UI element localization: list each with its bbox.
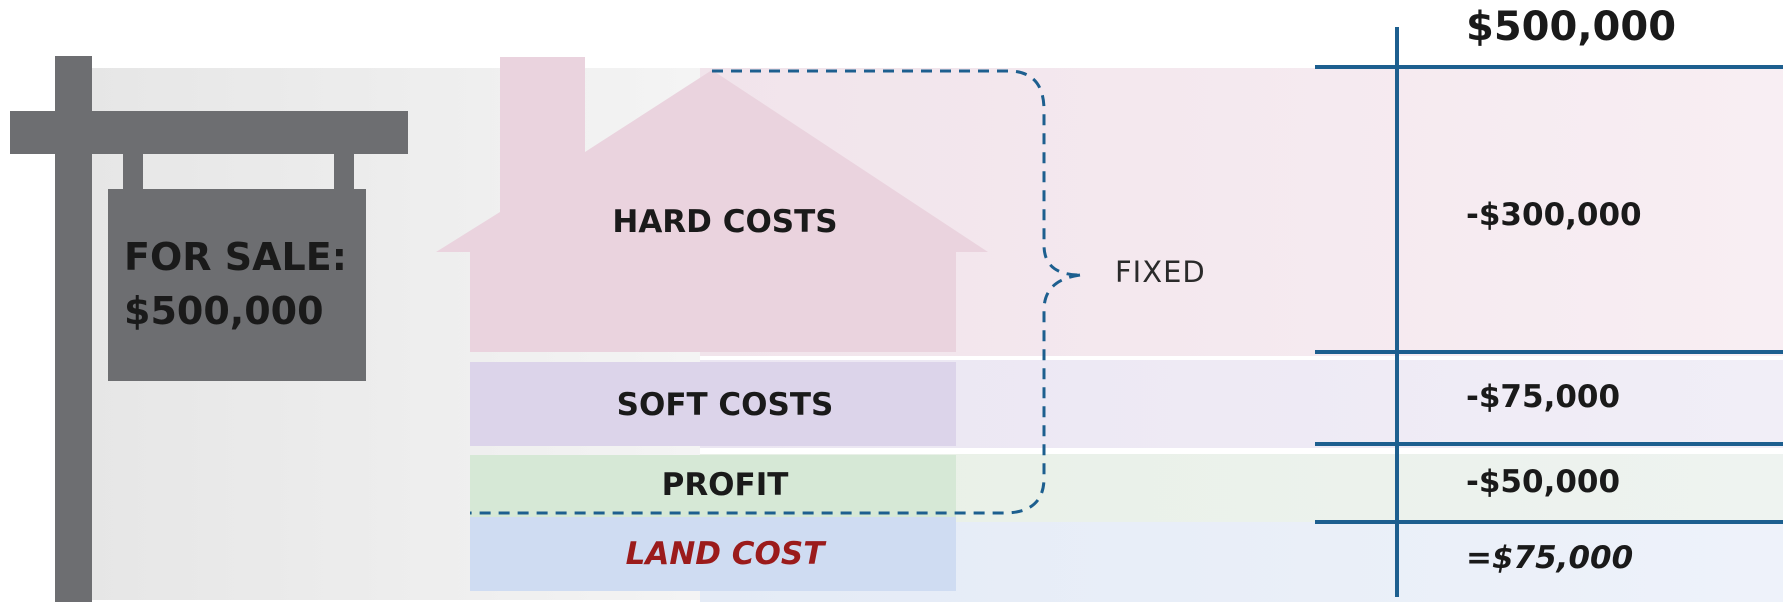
hard-costs-label: HARD COSTS xyxy=(612,204,838,240)
sign-crossbar xyxy=(10,111,408,154)
ledger-rule-hard xyxy=(1315,350,1783,354)
fixed-label: FIXED xyxy=(1115,255,1206,289)
land-cost-label: LAND COST xyxy=(625,536,825,572)
sign-board: FOR SALE: $500,000 xyxy=(108,189,366,381)
land-cost-block xyxy=(470,517,956,591)
ledger-total: $500,000 xyxy=(1466,4,1677,50)
soft-costs-label: SOFT COSTS xyxy=(616,387,834,423)
ledger-rule-top xyxy=(1315,65,1783,69)
sign-hanger-right xyxy=(334,154,354,191)
ledger-rule-soft xyxy=(1315,442,1783,446)
ledger-vertical-rule xyxy=(1395,27,1399,597)
fixed-bracket xyxy=(470,69,1081,515)
house-roof-shape xyxy=(436,57,988,352)
sign-title: FOR SALE: xyxy=(124,235,347,279)
profit-label: PROFIT xyxy=(661,467,789,503)
ledger-rule-profit xyxy=(1315,520,1783,524)
ledger-land-cost: =$75,000 xyxy=(1466,540,1634,576)
sign-price: $500,000 xyxy=(124,289,324,333)
ledger-profit: -$50,000 xyxy=(1466,464,1621,500)
sign-hanger-left xyxy=(123,154,143,191)
ledger-hard-costs: -$300,000 xyxy=(1466,197,1642,233)
soft-costs-block xyxy=(470,362,956,446)
profit-block xyxy=(470,455,956,517)
ledger-soft-costs: -$75,000 xyxy=(1466,379,1621,415)
